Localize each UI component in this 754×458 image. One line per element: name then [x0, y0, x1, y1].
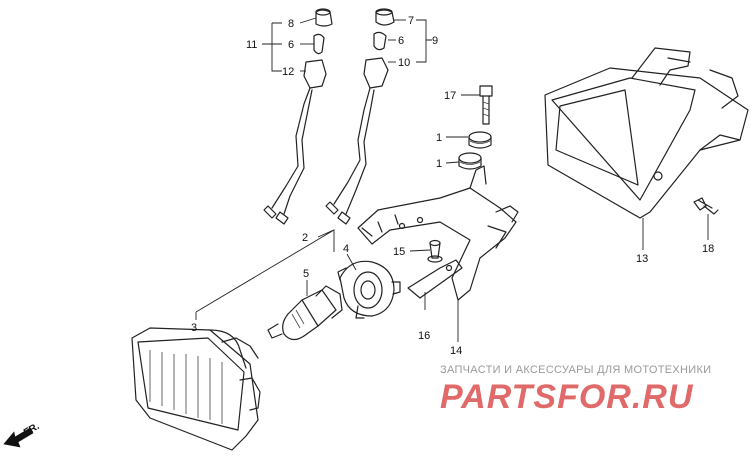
label-1-lower: 1	[436, 158, 442, 170]
watermark: ЗАПЧАСТИ И АКСЕССУАРЫ ДЛЯ МОТОТЕХНИКИ PA…	[440, 364, 711, 416]
label-9: 9	[432, 35, 438, 47]
label-10: 10	[398, 57, 410, 69]
front-arrow-icon	[3, 427, 34, 448]
label-1-upper: 1	[436, 132, 442, 144]
label-12: 12	[282, 66, 294, 78]
adjuster-plate	[407, 259, 463, 299]
left-wire-harness	[263, 8, 333, 225]
label-15: 15	[393, 246, 405, 258]
label-16: 16	[418, 330, 430, 342]
bracket-bolt	[479, 85, 493, 125]
label-5: 5	[303, 268, 309, 280]
rubber-bushing-lower	[458, 152, 482, 170]
watermark-tagline: ЗАПЧАСТИ И АКСЕССУАРЫ ДЛЯ МОТОТЕХНИКИ	[440, 364, 711, 376]
label-13: 13	[636, 253, 648, 265]
adjusting-pin	[427, 239, 443, 263]
watermark-logo: PARTSFOR.RU	[440, 378, 694, 416]
front-direction-indicator: FR.	[3, 421, 42, 448]
leader-lines	[195, 17, 709, 342]
label-18: 18	[702, 243, 714, 255]
label-6-right: 6	[398, 35, 404, 47]
part-labels: 8 11 6 12 7 6 9 10 17 1 1 2 4 15 5 3 16 …	[191, 15, 714, 357]
rubber-bushing-upper	[468, 131, 492, 149]
bulb-socket	[337, 260, 401, 319]
headlight-bracket	[357, 165, 519, 301]
label-14: 14	[450, 345, 462, 357]
label-4: 4	[343, 243, 349, 255]
right-wire-harness	[325, 8, 395, 225]
label-8: 8	[288, 18, 294, 30]
label-7: 7	[408, 15, 414, 27]
label-11: 11	[246, 39, 257, 51]
label-3: 3	[191, 322, 197, 334]
headlight-case	[544, 47, 749, 219]
headlight-unit	[131, 327, 261, 451]
label-6-left: 6	[288, 39, 294, 51]
headlight-bulb	[267, 285, 343, 341]
front-label: FR.	[22, 421, 42, 439]
label-17: 17	[444, 90, 456, 102]
label-2: 2	[302, 232, 308, 244]
bolt	[693, 197, 719, 215]
